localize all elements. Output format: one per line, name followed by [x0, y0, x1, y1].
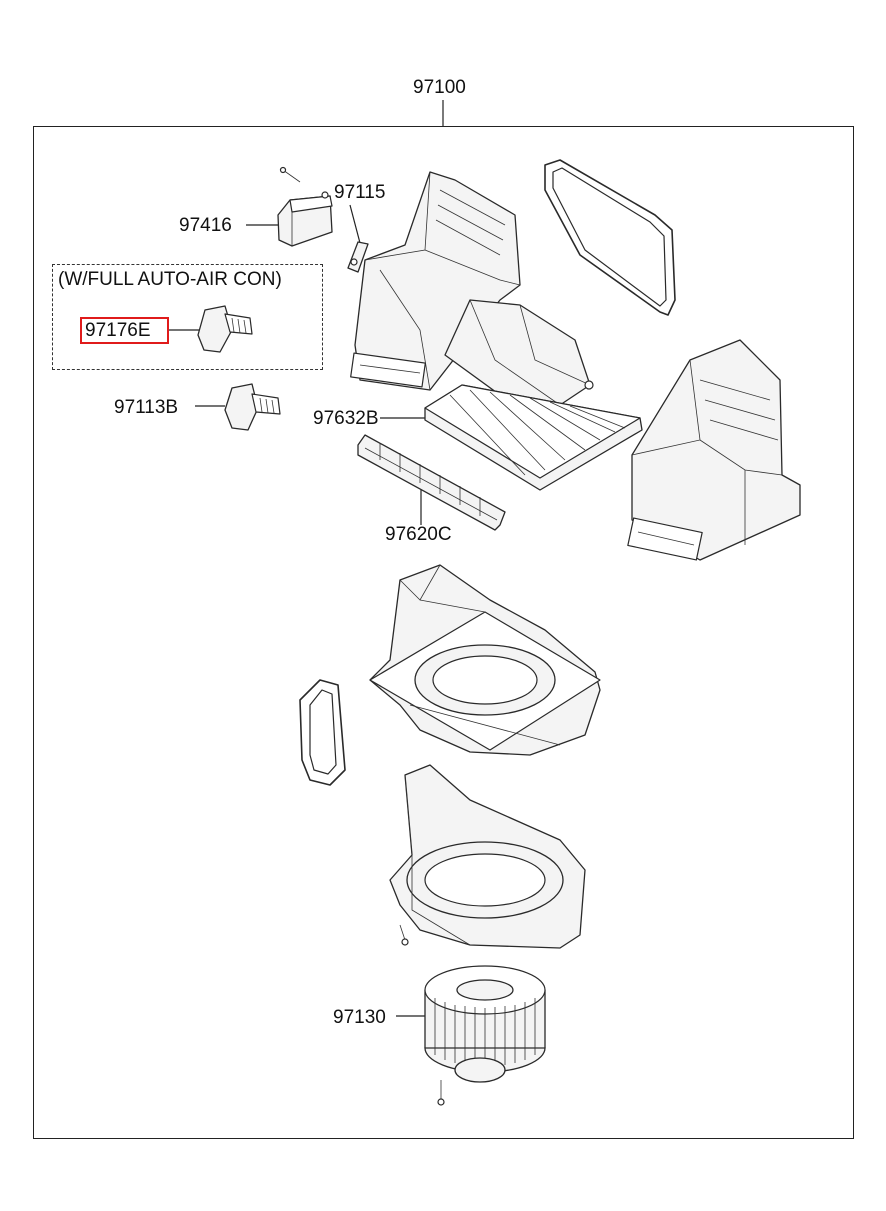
- right-housing-icon: [627, 339, 801, 561]
- resistor-auto-icon: [197, 305, 253, 353]
- label-97130: 97130: [333, 1007, 386, 1028]
- filter-icon: [424, 384, 643, 491]
- seal-icon: [299, 679, 346, 786]
- resistor-icon: [224, 383, 281, 431]
- label-97416: 97416: [179, 215, 232, 236]
- label-assembly: 97100: [413, 77, 466, 98]
- assembly-frame: [33, 126, 854, 1139]
- blower-case-upper-icon: [369, 564, 601, 756]
- blower-motor-icon: [424, 965, 546, 1106]
- leader-lines: [169, 100, 444, 1017]
- filter-cover-icon: [357, 434, 506, 531]
- label-97620C: 97620C: [385, 524, 452, 545]
- upper-housing-icon: [350, 171, 521, 391]
- highlight-97176E: [80, 317, 169, 344]
- clip-icon: [347, 241, 369, 273]
- blower-case-lower-icon: [389, 764, 586, 949]
- label-97632B: 97632B: [313, 408, 379, 429]
- option-box: [52, 264, 323, 370]
- actuator-icon: [277, 166, 333, 247]
- label-97115: 97115: [334, 182, 386, 203]
- gasket-icon: [544, 159, 676, 316]
- option-box-label: (W/FULL AUTO-AIR CON): [58, 269, 282, 290]
- label-97113B: 97113B: [114, 397, 179, 418]
- label-97176E[interactable]: 97176E: [85, 320, 151, 341]
